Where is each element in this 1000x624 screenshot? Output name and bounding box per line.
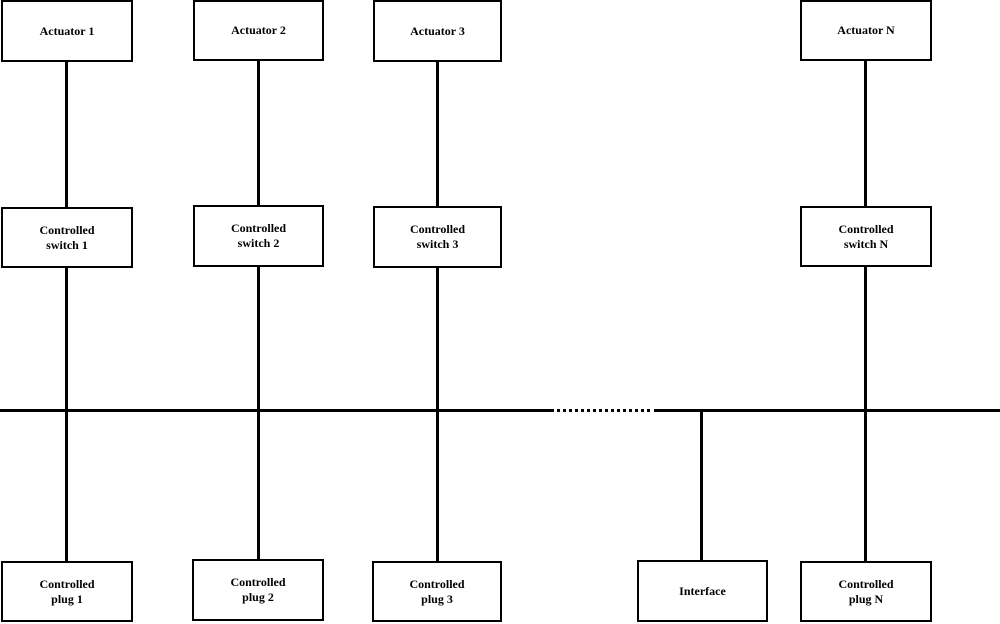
switch-label-2: Controlled switch 2 <box>230 221 287 250</box>
interface-label: Interface <box>679 583 726 598</box>
switch-label-1: Controlled switch 1 <box>39 222 95 252</box>
plug-label-1: Controlled plug 1 <box>39 576 95 606</box>
connector-actuator-3-switch-3 <box>436 62 439 206</box>
switch-box-2: Controlled switch 2 <box>193 205 324 267</box>
actuator-label-2: Actuator 2 <box>231 23 286 37</box>
connector-switch-2-bus <box>257 266 260 411</box>
actuator-label-1: Actuator 1 <box>39 23 95 38</box>
plug-box-2: Controlled plug 2 <box>192 559 324 621</box>
interface-box: Interface <box>637 560 768 622</box>
actuator-box-2: Actuator 2 <box>193 0 324 61</box>
plug-label-3: Controlled plug 3 <box>409 576 465 606</box>
plug-box-n: Controlled plug N <box>800 561 932 622</box>
switch-label-3: Controlled switch 3 <box>409 222 466 251</box>
bus-line-right <box>658 409 1000 412</box>
switch-box-3: Controlled switch 3 <box>373 206 502 268</box>
actuator-label-3: Actuator 3 <box>410 23 465 38</box>
connector-switch-n-bus <box>864 266 867 411</box>
switch-box-1: Controlled switch 1 <box>1 207 133 268</box>
connector-switch-1-bus <box>65 267 68 411</box>
connector-bus-plug-2 <box>257 411 260 559</box>
plug-label-2: Controlled plug 2 <box>230 575 286 604</box>
actuator-box-3: Actuator 3 <box>373 0 502 62</box>
switch-box-n: Controlled switch N <box>800 206 932 267</box>
bus-line-ellipsis <box>550 409 658 412</box>
switch-label-n: Controlled switch N <box>838 221 894 251</box>
bus-line-left <box>0 409 550 412</box>
connector-bus-interface <box>700 411 703 561</box>
connector-actuator-1-switch-1 <box>65 62 68 207</box>
connector-bus-plug-1 <box>65 411 68 561</box>
plug-box-3: Controlled plug 3 <box>372 561 502 622</box>
connector-actuator-n-switch-n <box>864 61 867 206</box>
connector-bus-plug-3 <box>436 411 439 562</box>
connector-switch-3-bus <box>436 267 439 411</box>
actuator-box-n: Actuator N <box>800 0 932 61</box>
plug-label-n: Controlled plug N <box>838 576 894 606</box>
actuator-label-n: Actuator N <box>837 23 895 37</box>
plug-box-1: Controlled plug 1 <box>1 561 133 622</box>
actuator-box-1: Actuator 1 <box>1 0 133 62</box>
connector-actuator-2-switch-2 <box>257 61 260 205</box>
connector-bus-plug-n <box>864 411 867 561</box>
